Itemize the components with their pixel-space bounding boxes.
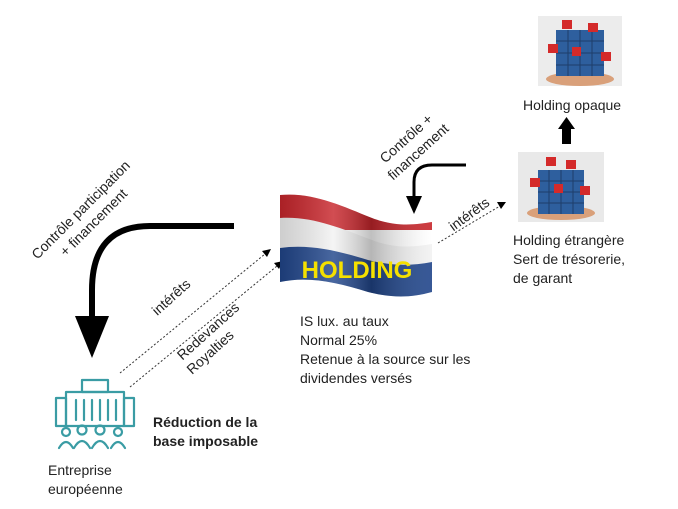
holding-flag (280, 194, 432, 297)
foreign-holding-line3: de garant (513, 270, 573, 286)
control-financing-arrow-right (406, 163, 466, 214)
interest-flow-right-line (437, 205, 501, 244)
reduction-line2: base imposable (153, 433, 259, 449)
enterprise-line1: Entreprise (48, 462, 112, 478)
enterprise-line2: européenne (48, 481, 123, 497)
interest-flow-left-line (119, 253, 266, 374)
office-building-people-icon (54, 378, 136, 450)
reduction-line1: Réduction de la (153, 414, 258, 430)
opaque-holding-cube-image (538, 16, 622, 86)
holding-flag-label: HOLDING (302, 257, 413, 284)
holding-info-line4: dividendes versés (300, 370, 413, 386)
opaque-holding-label: Holding opaque (523, 97, 622, 113)
foreign-holding-line2: Sert de trésorerie, (513, 251, 626, 267)
control-financing-arrow-left (75, 223, 234, 358)
interest-flow-right-arrowhead (497, 202, 506, 209)
interest-flow-left-arrowhead (262, 249, 271, 257)
foreign-holding-line1: Holding étrangère (513, 232, 625, 248)
holding-tax-info: IS lux. au taux Normal 25% Retenue à la … (300, 312, 470, 388)
tax-base-reduction-label: Réduction de la base imposable (153, 413, 258, 451)
holding-info-line3: Retenue à la source sur les (300, 351, 471, 367)
foreign-holding-cube-image (518, 152, 604, 222)
holding-info-line1: IS lux. au taux (300, 313, 389, 329)
holding-info-line2: Normal 25% (300, 332, 378, 348)
up-arrow (558, 117, 575, 144)
foreign-holding-label: Holding étrangère Sert de trésorerie, de… (513, 231, 625, 288)
enterprise-label: Entreprise européenne (48, 461, 123, 499)
